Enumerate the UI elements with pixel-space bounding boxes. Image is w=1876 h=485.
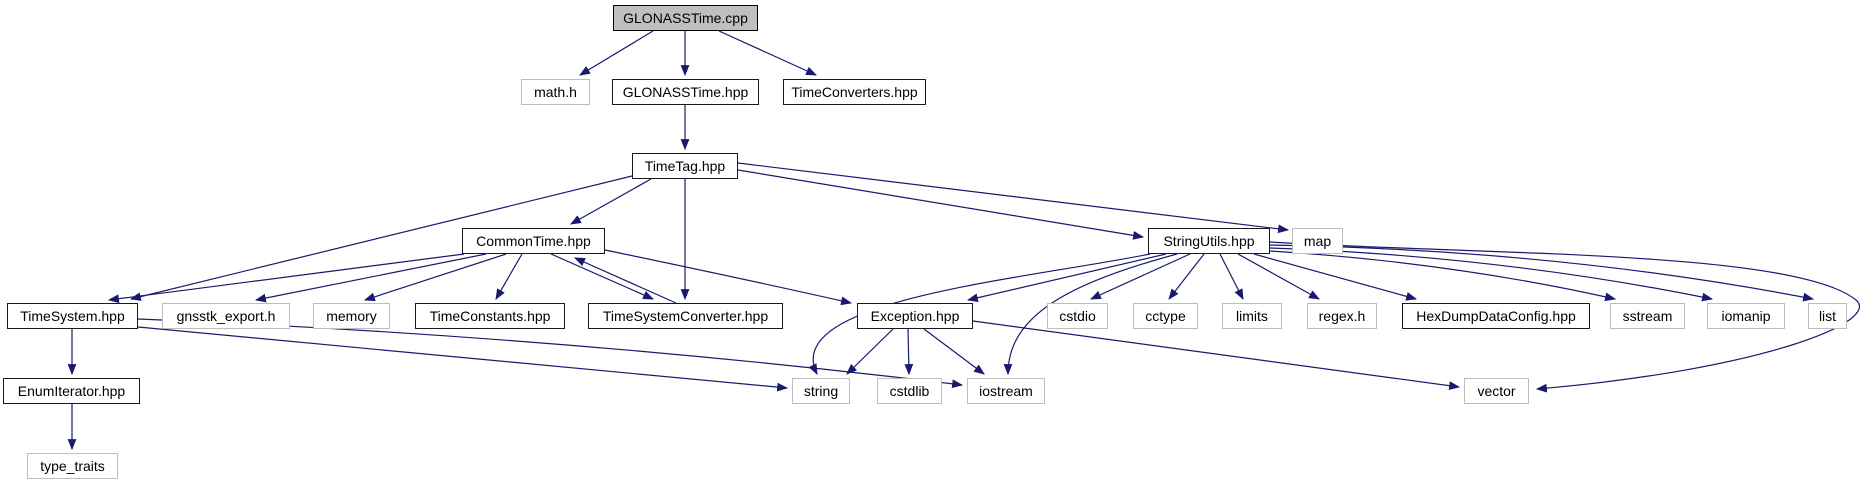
node-TimeConverters.hpp[interactable]: TimeConverters.hpp <box>783 79 926 105</box>
edge-StringUtils.hpp-to-list <box>1269 244 1815 302</box>
node-GLONASSTime.cpp[interactable]: GLONASSTime.cpp <box>613 5 758 31</box>
node-iomanip: iomanip <box>1707 303 1785 329</box>
node-list: list <box>1808 303 1847 329</box>
edge-CommonTime.hpp-to-TimeSystemConverter.hpp <box>550 253 655 300</box>
edge-CommonTime.hpp-to-gnsstk_export.h <box>254 253 487 303</box>
node-type_traits: type_traits <box>27 453 118 479</box>
edge-Exception.hpp-to-iostream <box>923 328 985 375</box>
edge-GLONASSTime.cpp-to-math.h <box>579 30 654 76</box>
node-cctype: cctype <box>1133 303 1198 329</box>
node-cstdio: cstdio <box>1047 303 1108 329</box>
edge-StringUtils.hpp-to-sstream <box>1269 250 1617 302</box>
node-TimeTag.hpp[interactable]: TimeTag.hpp <box>632 153 738 179</box>
edge-TimeTag.hpp-to-StringUtils.hpp <box>737 169 1145 240</box>
edge-StringUtils.hpp-to-cctype <box>1168 253 1205 300</box>
node-memory: memory <box>313 303 390 329</box>
edge-TimeTag.hpp-to-map <box>737 162 1290 234</box>
edge-StringUtils.hpp-to-Exception.hpp <box>966 253 1167 303</box>
edge-StringUtils.hpp-to-vector <box>1269 241 1860 393</box>
node-CommonTime.hpp[interactable]: CommonTime.hpp <box>462 228 605 254</box>
node-map: map <box>1292 228 1343 254</box>
edge-StringUtils.hpp-to-cstdio <box>1089 253 1191 300</box>
node-TimeConstants.hpp[interactable]: TimeConstants.hpp <box>415 303 565 329</box>
node-iostream: iostream <box>967 378 1045 404</box>
node-TimeSystem.hpp[interactable]: TimeSystem.hpp <box>7 303 138 329</box>
edge-StringUtils.hpp-to-regex.h <box>1237 253 1320 300</box>
edge-StringUtils.hpp-to-string <box>808 253 1151 375</box>
edge-TimeSystem.hpp-to-string <box>137 326 789 392</box>
node-sstream: sstream <box>1610 303 1685 329</box>
edge-Exception.hpp-to-cstdlib <box>904 328 914 376</box>
edge-StringUtils.hpp-to-limits <box>1219 253 1244 300</box>
node-vector: vector <box>1464 378 1529 404</box>
node-TimeSystemConverter.hpp[interactable]: TimeSystemConverter.hpp <box>588 303 783 329</box>
edge-Exception.hpp-to-vector <box>972 320 1461 391</box>
edge-CommonTime.hpp-to-TimeSystem.hpp <box>107 253 465 304</box>
node-limits: limits <box>1222 303 1282 329</box>
node-math.h: math.h <box>521 79 590 105</box>
node-gnsstk_export.h: gnsstk_export.h <box>162 303 290 329</box>
node-cstdlib: cstdlib <box>877 378 942 404</box>
node-regex.h: regex.h <box>1307 303 1377 329</box>
edge-StringUtils.hpp-to-HexDumpDataConfig.hpp <box>1253 253 1418 301</box>
node-HexDumpDataConfig.hpp[interactable]: HexDumpDataConfig.hpp <box>1402 303 1590 329</box>
edge-CommonTime.hpp-to-TimeConstants.hpp <box>495 253 523 300</box>
edge-TimeTag.hpp-to-CommonTime.hpp <box>570 178 652 225</box>
node-EnumIterator.hpp[interactable]: EnumIterator.hpp <box>3 378 140 404</box>
edge-CommonTime.hpp-to-memory <box>363 253 507 302</box>
node-string: string <box>792 378 850 404</box>
edge-StringUtils.hpp-to-iostream <box>1003 253 1178 376</box>
edge-Exception.hpp-to-string <box>846 328 894 375</box>
edge-TimeSystemConverter.hpp-to-CommonTime.hpp <box>573 257 677 304</box>
edge-CommonTime.hpp-to-Exception.hpp <box>604 249 853 306</box>
edge-GLONASSTime.cpp-to-TimeConverters.hpp <box>718 30 818 76</box>
node-StringUtils.hpp[interactable]: StringUtils.hpp <box>1148 228 1270 254</box>
edge-TimeTag.hpp-to-TimeSystem.hpp <box>129 175 633 301</box>
node-GLONASSTime.hpp[interactable]: GLONASSTime.hpp <box>612 79 759 105</box>
node-Exception.hpp[interactable]: Exception.hpp <box>857 303 973 329</box>
